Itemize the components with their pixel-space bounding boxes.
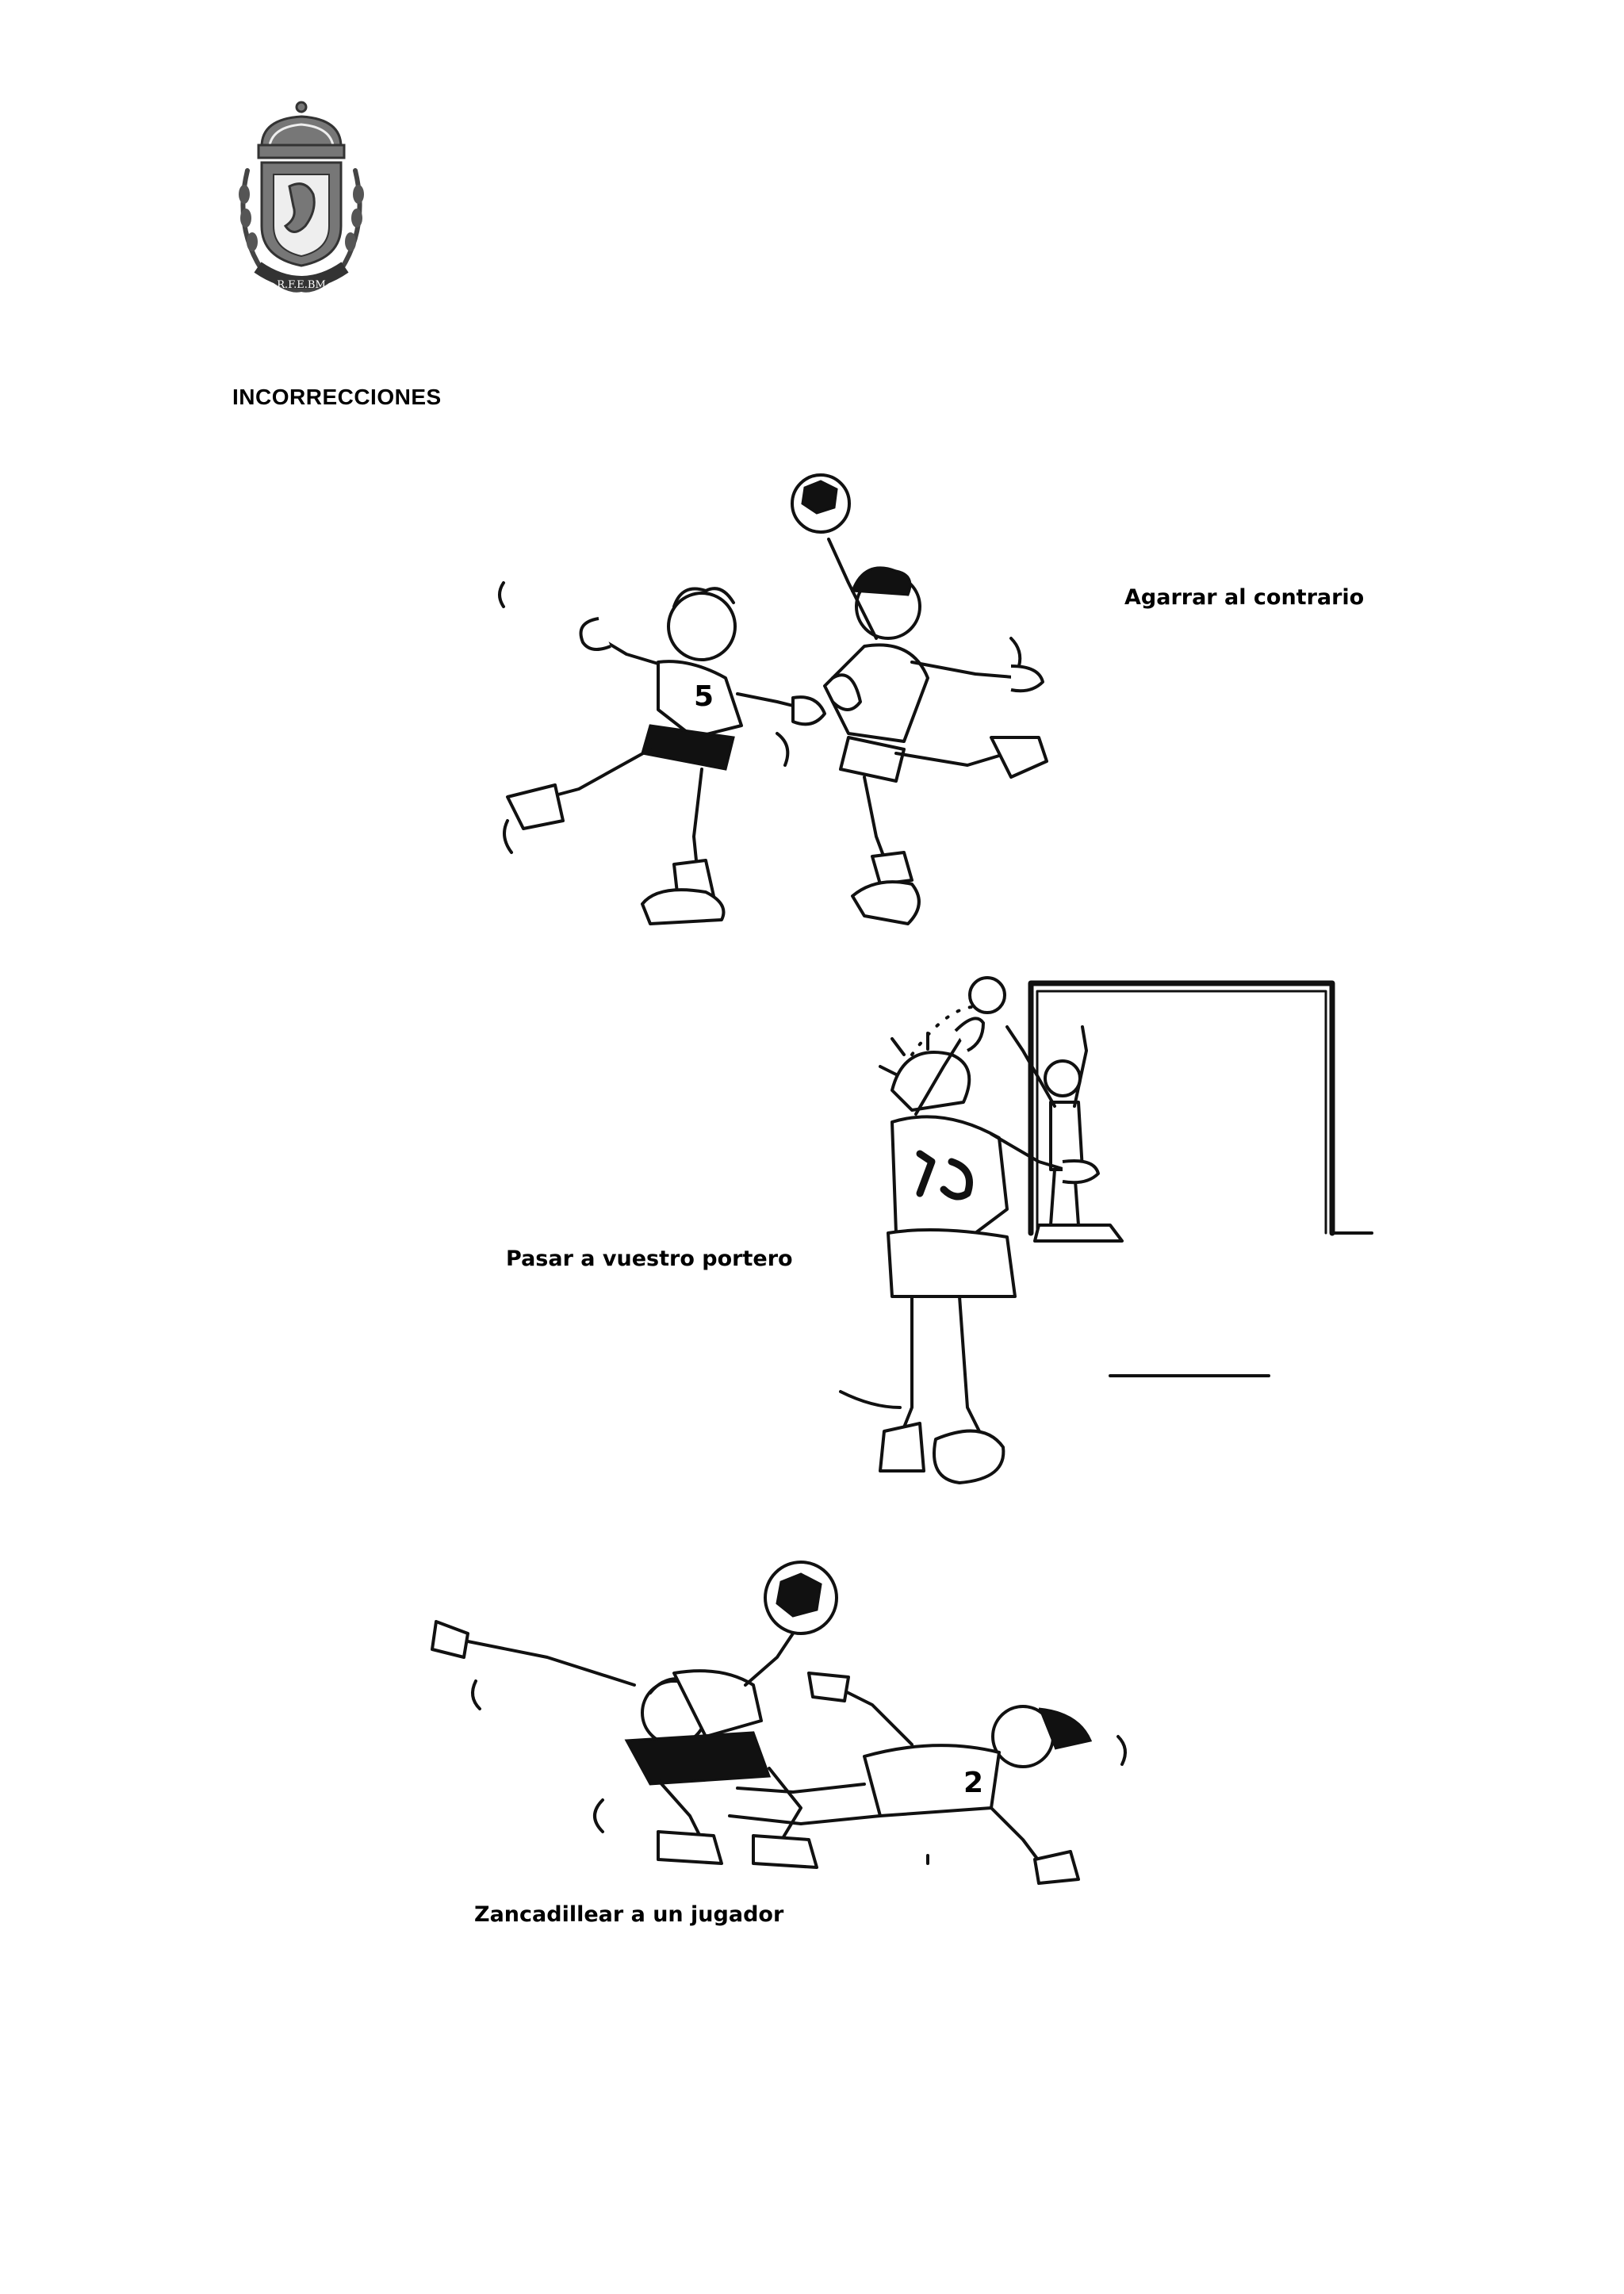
svg-text:2: 2	[963, 1767, 983, 1799]
pass-to-goalkeeper-illustration	[825, 963, 1380, 1622]
tripping-player-icon: 2	[431, 1561, 1127, 1885]
federation-crest-logo: R.F.E.BM	[230, 99, 373, 305]
svg-text:5: 5	[694, 680, 714, 713]
crest-icon: R.F.E.BM	[239, 101, 364, 293]
caption-tripping-player: Zancadillear a un jugador	[474, 1902, 784, 1927]
holding-opponent-icon: 5	[498, 473, 1048, 925]
caption-pass-to-goalkeeper: Pasar a vuestro portero	[506, 1247, 793, 1271]
page-heading: INCORRECCIONES	[232, 385, 442, 409]
caption-holding-opponent: Agarrar al contrario	[1124, 585, 1365, 610]
crest-initials: R.F.E.BM	[277, 279, 326, 291]
holding-opponent-illustration: 5	[420, 464, 1078, 940]
pass-to-goalkeeper-icon	[839, 976, 1373, 1484]
tripping-player-illustration: 2	[420, 1546, 1174, 1887]
